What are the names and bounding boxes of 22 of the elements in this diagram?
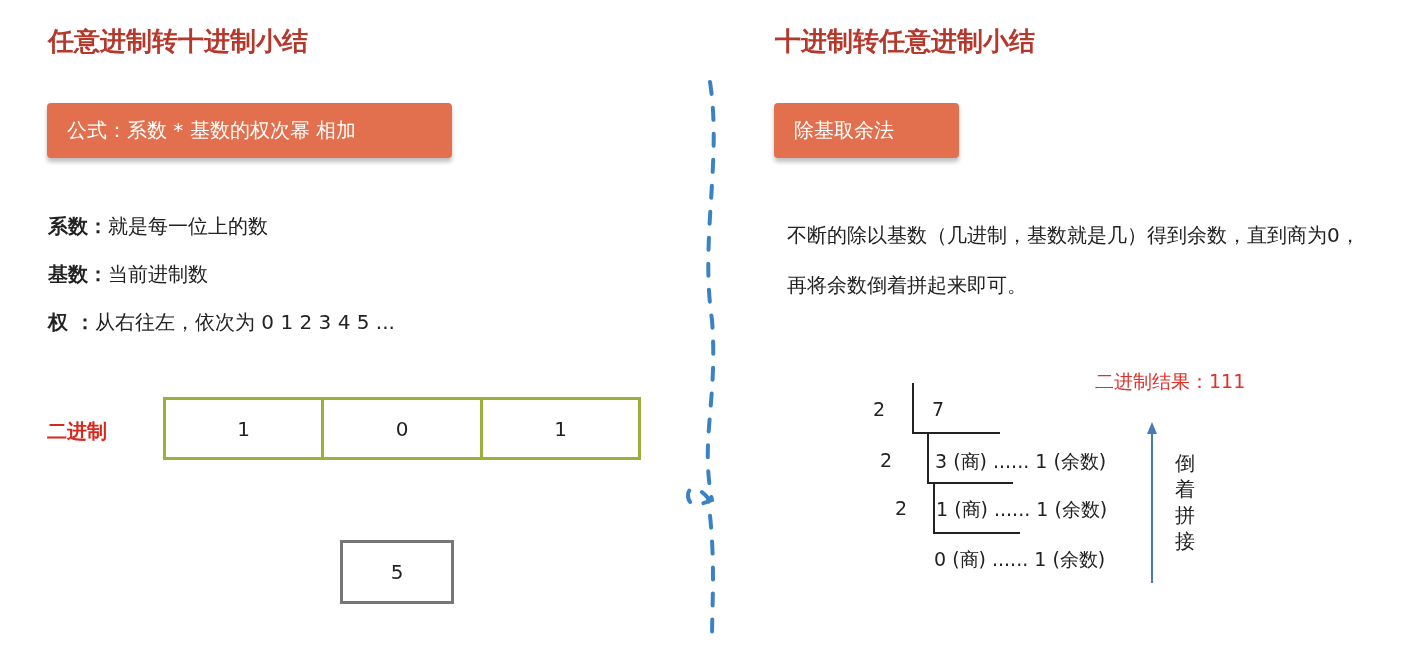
heading: 任意进制转十进制小结 — [48, 25, 308, 58]
digit-cell: 1 — [163, 397, 324, 460]
definition-text: 系数：就是每一位上的数 — [48, 213, 268, 240]
divisor: 2 — [873, 398, 886, 420]
definition-text: 基数：当前进制数 — [48, 261, 208, 288]
division-step: 1 (商) ...... 1 (余数) — [936, 497, 1108, 523]
dividend: 7 — [932, 398, 945, 420]
divisor: 2 — [880, 449, 893, 471]
divisor: 2 — [895, 497, 908, 519]
heading: 十进制转任意进制小结 — [775, 25, 1035, 58]
description-text: 不断的除以基数（几进制，基数就是几）得到余数，直到商为0，再将余数倒着拼起来即可。 — [787, 222, 1361, 299]
result-box: 5 — [340, 540, 454, 604]
definition-text: 权 ：从右往左，依次为 0 1 2 3 4 5 ... — [48, 309, 395, 336]
division-step: 0 (商) ...... 1 (余数) — [934, 547, 1106, 573]
digit-cell: 0 — [321, 397, 483, 460]
division-step: 3 (商) ...... 1 (余数) — [935, 449, 1107, 475]
row-label: 二进制 — [47, 418, 107, 445]
result-label: 二进制结果：111 — [1095, 369, 1246, 394]
digit-cell: 1 — [480, 397, 641, 460]
formula-banner: 公式：系数 * 基数的权次幂 相加 — [47, 103, 452, 158]
vertical-note: 倒着拼接 — [1175, 450, 1196, 554]
method-banner: 除基取余法 — [774, 103, 959, 158]
